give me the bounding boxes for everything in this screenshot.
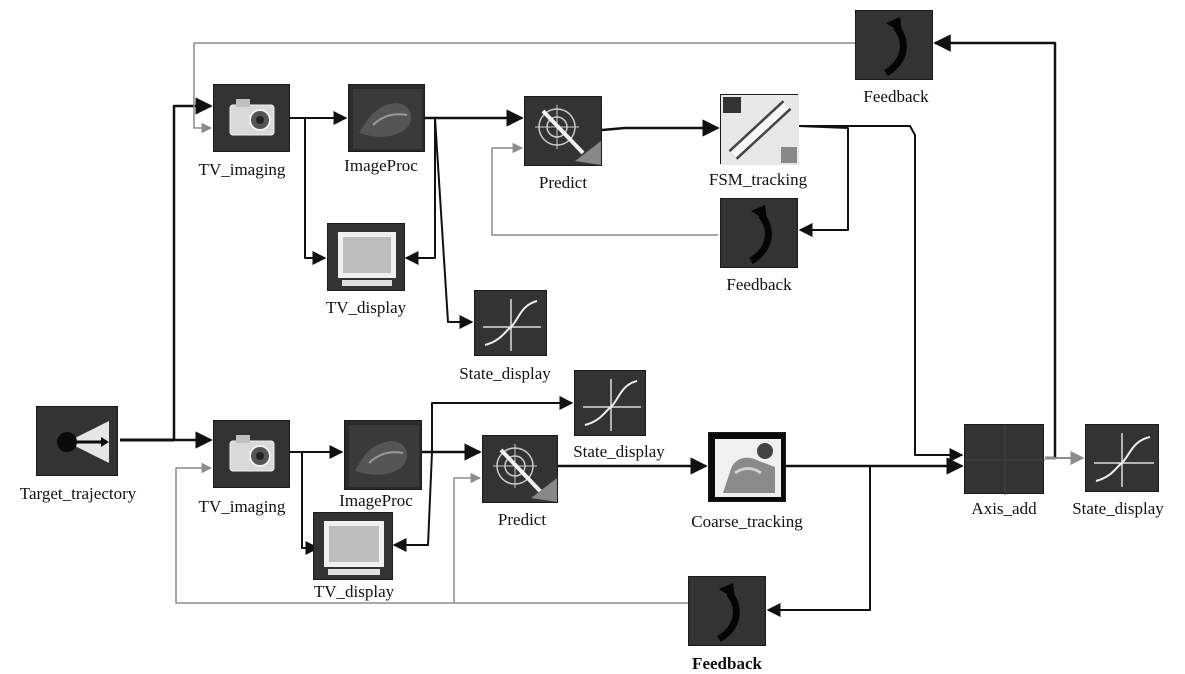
curved-arrow-icon <box>883 17 907 76</box>
imageproc-to-tv-display-top <box>404 118 436 265</box>
tv-imaging-top-block[interactable] <box>213 84 290 152</box>
axis-add-to-feedback-top <box>933 34 1057 460</box>
crosshair-icon <box>493 444 557 502</box>
label-imageproc-bottom: ImageProc <box>339 491 413 510</box>
tv-imaging-to-tv-display-top <box>304 118 327 265</box>
imageproc-to-state-display-mid <box>431 396 574 452</box>
label-predict-bottom: Predict <box>497 510 547 529</box>
coarse-tracking-block[interactable] <box>708 432 786 502</box>
curved-arrow-icon <box>716 583 740 642</box>
processed-image-icon <box>349 425 419 487</box>
feedback-bottom-block[interactable] <box>688 576 766 646</box>
gimbal-icon <box>715 439 781 497</box>
crosshair-icon <box>535 105 601 165</box>
feedback-bottom-to-predict <box>453 472 482 603</box>
target-trajectory-block[interactable] <box>36 406 118 476</box>
state-display-right-block[interactable] <box>1085 424 1159 492</box>
predict-bottom-block[interactable] <box>482 435 558 503</box>
processed-image-icon <box>353 89 422 149</box>
coarse-to-feedback-bottom <box>766 466 871 617</box>
camera-icon <box>229 435 275 472</box>
label-tv-display-bottom: TV_display <box>313 582 395 601</box>
target-to-tv-imaging-top <box>172 97 213 440</box>
feedback-top-to-tv-imaging <box>193 42 855 134</box>
tv-monitor-icon <box>338 232 396 286</box>
state-plot-icon <box>1094 433 1154 487</box>
state-plot-icon <box>583 379 641 431</box>
label-feedback-top: Feedback <box>863 87 929 106</box>
label-feedback-bottom: Feedback <box>692 654 762 673</box>
label-tv-display-top: TV_display <box>325 298 407 317</box>
camera-icon <box>229 99 275 136</box>
imageproc-top-block[interactable] <box>348 84 425 152</box>
predict-to-fsm <box>601 119 720 137</box>
imageproc-to-state-display-top <box>434 117 474 329</box>
tv-monitor-icon <box>324 521 384 575</box>
label-coarse-tracking: Coarse_tracking <box>691 512 803 531</box>
label-predict-top: Predict <box>538 173 588 192</box>
curved-arrow-icon <box>748 205 772 264</box>
fsm-tracking-block[interactable] <box>720 94 799 165</box>
fast-steering-mirror-icon <box>721 95 799 165</box>
label-state-display-right: State_display <box>1072 499 1164 518</box>
label-state-display-top: State_display <box>459 364 551 383</box>
axis-sum-icon <box>965 425 1045 495</box>
label-target-trajectory: Target_trajectory <box>19 484 137 503</box>
label-fsm-tracking: FSM_tracking <box>708 170 808 189</box>
label-imageproc-top: ImageProc <box>344 156 418 175</box>
tv-imaging-to-tv-display-bottom <box>301 452 320 555</box>
target-arrow-icon <box>57 421 109 463</box>
feedback-top-block[interactable] <box>855 10 933 80</box>
label-tv-imaging-top: TV_imaging <box>198 160 286 179</box>
tv-display-bottom-block[interactable] <box>313 512 393 580</box>
label-state-display-mid: State_display <box>573 442 665 461</box>
tv-imaging-bottom-block[interactable] <box>213 420 290 488</box>
predict-top-block[interactable] <box>524 96 602 166</box>
imageproc-to-tv-display-bottom <box>392 451 433 552</box>
feedback-to-predict-top <box>491 142 718 236</box>
label-axis-add: Axis_add <box>971 499 1037 518</box>
state-display-mid-block[interactable] <box>574 370 646 436</box>
label-feedback-fsm: Feedback <box>726 275 792 294</box>
feedback-bottom-to-tv-imaging <box>175 462 688 604</box>
label-tv-imaging-bottom: TV_imaging <box>198 497 286 516</box>
tv-display-top-block[interactable] <box>327 223 405 291</box>
state-display-top-block[interactable] <box>474 290 547 356</box>
feedback-fsm-block[interactable] <box>720 198 798 268</box>
imageproc-bottom-block[interactable] <box>344 420 422 490</box>
state-plot-icon <box>483 299 541 351</box>
axis-add-block[interactable] <box>964 424 1045 495</box>
fsm-to-axis-add <box>798 125 964 462</box>
